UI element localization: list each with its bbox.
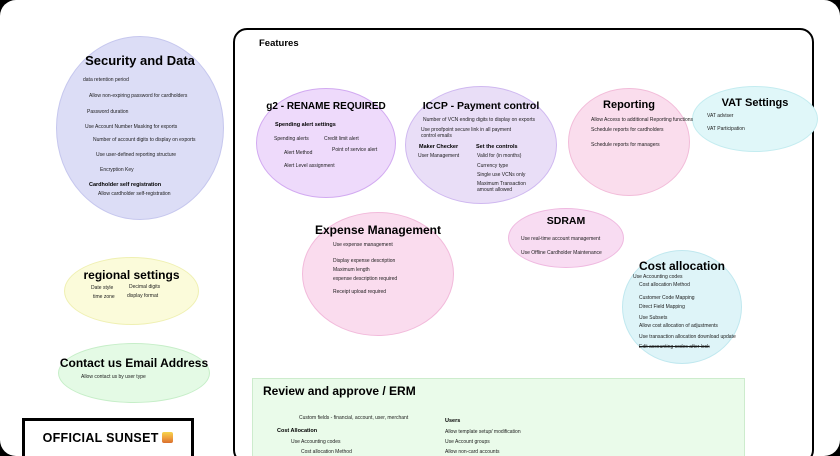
- bubble-title: Cost allocation: [638, 259, 725, 273]
- feature-item: Maximum Transaction amount allowed: [477, 181, 526, 193]
- bubble-g2-rename-required[interactable]: g2 - RENAME REQUIRED Spending alert sett…: [256, 88, 396, 198]
- review-approve-erm-section[interactable]: Review and approve / ERM Custom fields -…: [252, 378, 745, 456]
- feature-item: Display expense description: [333, 258, 396, 264]
- feature-item: Currency type: [477, 163, 509, 169]
- feature-item: Decimal digits: [129, 284, 161, 290]
- feature-item: data retention period: [83, 77, 129, 83]
- bubble-title: VAT Settings: [721, 97, 789, 109]
- feature-subheading: Set the controls: [476, 144, 518, 150]
- bubble-title: Expense Management: [314, 223, 442, 237]
- feature-item: Schedule reports for cardholders: [591, 127, 664, 133]
- feature-item: Receipt upload required: [333, 289, 387, 295]
- feature-item: Use Account groups: [445, 439, 490, 445]
- feature-item: Alert Level assignment: [284, 163, 335, 169]
- feature-item: VAT Participation: [707, 126, 745, 132]
- feature-subheading: Maker Checker: [419, 144, 459, 150]
- feature-item: Number of account digits to display on e…: [93, 137, 196, 143]
- bubble-security-and-data[interactable]: Security and Data data retention period …: [56, 36, 224, 220]
- feature-item: expense description required: [333, 276, 398, 282]
- feature-item: Allow template setup/ modification: [445, 429, 521, 435]
- feature-item: Schedule reports for managers: [591, 142, 660, 148]
- feature-item: Use proofpoint secure link in all paymen…: [421, 127, 512, 139]
- feature-item: Allow non-expiring password for cardhold…: [89, 93, 188, 99]
- feature-item-struck: Edit accounting codes after lock: [639, 344, 710, 350]
- bubble-title: SDRAM: [546, 215, 586, 227]
- feature-item: Allow contact us by user type: [81, 374, 146, 380]
- official-sunset-box[interactable]: OFFICIAL SUNSET: [22, 418, 194, 456]
- bubble-contact-us-email[interactable]: Contact us Email Address Allow contact u…: [58, 343, 210, 403]
- sunset-emoji-icon: [162, 432, 174, 443]
- feature-item: Use Accounting codes: [633, 274, 683, 280]
- bubble-expense-management[interactable]: Expense Management Use expense managemen…: [302, 212, 454, 336]
- section-title: Review and approve / ERM: [263, 384, 416, 398]
- bubble-title: Reporting: [603, 99, 655, 111]
- feature-item: Use Account Number Masking for exports: [85, 124, 178, 130]
- feature-item: VAT adviser: [707, 113, 734, 119]
- bubble-regional-settings[interactable]: regional settings Date style time zone D…: [64, 257, 199, 325]
- feature-item: Custom fields - financial, account, user…: [299, 415, 409, 421]
- feature-item: display format: [127, 293, 159, 299]
- feature-item: Allow cardholder self-registration: [98, 191, 171, 197]
- feature-item: Use real-time account management: [521, 236, 601, 242]
- feature-item: Credit limit alert: [324, 136, 359, 142]
- bubble-sdram[interactable]: SDRAM Use real-time account management U…: [508, 208, 624, 268]
- feature-item: Allow non-card accounts: [445, 449, 500, 455]
- feature-subheading: Cardholder self registration: [89, 182, 162, 188]
- feature-item: Single use VCNs only: [477, 172, 526, 178]
- feature-item: Direct Field Mapping: [639, 304, 685, 310]
- bubble-title: ICCP - Payment control: [422, 100, 540, 112]
- feature-item: Allow cost allocation of adjustments: [639, 323, 718, 329]
- feature-item: Allow Access to additional Reporting fun…: [591, 117, 694, 123]
- bubble-title: Contact us Email Address: [59, 356, 209, 370]
- bubble-title: Security and Data: [85, 53, 195, 68]
- feature-item: Password duration: [87, 109, 129, 115]
- feature-item: Valid for (in months): [477, 153, 522, 159]
- feature-subheading: Users: [445, 418, 461, 424]
- frame-title: Features: [259, 38, 299, 49]
- bubble-cost-allocation[interactable]: Cost allocation Use Accounting codes Cos…: [622, 250, 742, 364]
- feature-item: Maximum length: [333, 267, 370, 273]
- feature-item: Cost allocation Method: [301, 449, 352, 455]
- feature-item: Use transaction allocation download upda…: [639, 334, 736, 340]
- feature-subheading: Spending alert settings: [275, 122, 336, 128]
- feature-item: Use Subsets: [639, 315, 668, 321]
- bubble-vat-settings[interactable]: VAT Settings VAT adviser VAT Participati…: [692, 86, 818, 152]
- feature-item: Alert Method: [284, 150, 313, 156]
- feature-item: Use Accounting codes: [291, 439, 341, 445]
- feature-subheading: Cost Allocation: [277, 428, 318, 434]
- bubble-title: g2 - RENAME REQUIRED: [266, 101, 386, 112]
- official-sunset-label: OFFICIAL SUNSET: [25, 431, 191, 445]
- feature-item: User Management: [418, 153, 460, 159]
- feature-item: Use expense management: [333, 242, 393, 248]
- bubble-title: regional settings: [83, 268, 180, 282]
- feature-item: Use Offline Cardholder Maintenance: [521, 250, 602, 256]
- feature-item: Number of VCN ending digits to display o…: [423, 117, 536, 123]
- feature-item: Date style: [91, 285, 114, 291]
- bubble-reporting[interactable]: Reporting Allow Access to additional Rep…: [568, 88, 694, 196]
- feature-item: Point of service alert: [332, 147, 378, 153]
- feature-item: Use user-defined reporting structure: [96, 152, 177, 158]
- feature-item: Customer Code Mapping: [639, 295, 695, 301]
- feature-item: Cost allocation Method: [639, 282, 690, 288]
- feature-item: Spending alerts: [274, 136, 309, 142]
- feature-item: Encryption Key: [100, 167, 134, 173]
- bubble-iccp-payment-control[interactable]: ICCP - Payment control Number of VCN end…: [405, 86, 557, 204]
- feature-item: time zone: [93, 294, 115, 300]
